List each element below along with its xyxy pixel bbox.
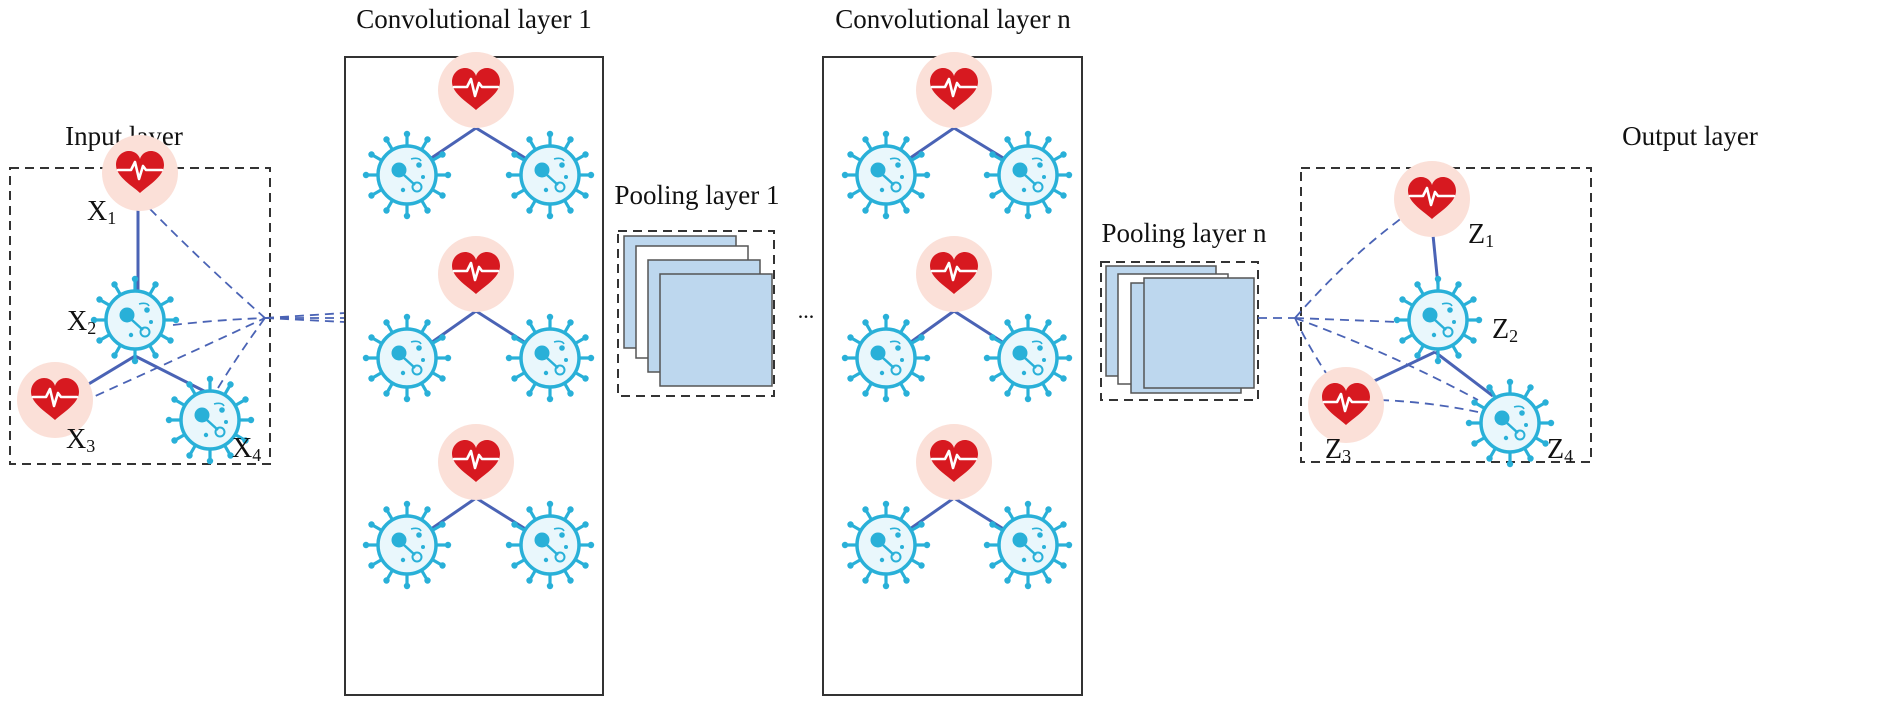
node-label-x4: X4 — [232, 433, 261, 465]
virus-cell-icon — [361, 499, 453, 591]
heart-pulse-icon — [914, 422, 994, 502]
pooling-layer-n: Pooling layer n — [1100, 218, 1267, 401]
heart-pulse-icon — [914, 50, 994, 130]
feature-map-icon — [623, 235, 773, 387]
input-layer-box — [9, 167, 271, 465]
node-label-x3: X3 — [66, 424, 95, 456]
conv-layer-1: Convolutional layer 1 — [344, 4, 604, 696]
conv-unit — [361, 422, 596, 591]
node-label-z4: Z4 — [1547, 434, 1573, 466]
heart-pulse-icon — [1392, 159, 1472, 239]
virus-cell-icon — [982, 312, 1074, 404]
conv-unit — [840, 50, 1074, 221]
conv-unit — [840, 234, 1074, 404]
virus-cell-icon — [1464, 377, 1556, 469]
node-label-z3: Z3 — [1325, 434, 1351, 466]
pooling-layer-1: Pooling layer 1 — [615, 180, 780, 397]
conv-layer-1-title: Convolutional layer 1 — [356, 4, 591, 34]
virus-cell-icon — [89, 274, 181, 366]
input-layer-edges — [81, 208, 346, 403]
output-layer-title: Output layer — [1622, 121, 1758, 151]
virus-cell-icon — [361, 129, 453, 221]
virus-cell-icon — [982, 129, 1074, 221]
output-layer-edges — [1258, 211, 1494, 413]
conv-unit — [361, 234, 596, 404]
virus-cell-icon — [840, 129, 932, 221]
heart-pulse-icon — [436, 422, 516, 502]
virus-cell-icon — [1392, 274, 1484, 366]
virus-cell-icon — [504, 499, 596, 591]
pooling-layer-n-title: Pooling layer n — [1102, 218, 1267, 248]
node-label-z1: Z1 — [1468, 219, 1494, 251]
conv-layer-n-title: Convolutional layer n — [835, 4, 1071, 34]
node-label-x2: X2 — [67, 306, 96, 338]
node-label-x1: X1 — [87, 196, 116, 228]
pooling-layer-n-box — [1100, 261, 1259, 401]
heart-pulse-icon — [1306, 365, 1386, 445]
virus-cell-icon — [840, 499, 932, 591]
virus-cell-icon — [504, 129, 596, 221]
node-label-z2: Z2 — [1492, 314, 1518, 346]
heart-pulse-icon — [914, 234, 994, 314]
virus-cell-icon — [982, 499, 1074, 591]
virus-cell-icon — [504, 312, 596, 404]
conv-unit — [840, 422, 1074, 591]
heart-pulse-icon — [436, 234, 516, 314]
pooling-layer-1-title: Pooling layer 1 — [615, 180, 780, 210]
pooling-layer-1-box — [617, 230, 775, 397]
output-layer-box — [1300, 167, 1592, 463]
conv-unit — [361, 50, 596, 221]
feature-map-icon — [1105, 265, 1255, 394]
output-layer: Output layer Z1 Z2 Z3 Z4 — [1258, 121, 1758, 469]
heart-pulse-icon — [436, 50, 516, 130]
conv-layer-n: Convolutional layer n — [822, 4, 1083, 696]
input-layer: Input layer X1 X2 X3 X4 — [9, 121, 346, 466]
ellipsis: ... — [798, 298, 815, 323]
heart-pulse-icon — [100, 133, 180, 213]
virus-cell-icon — [840, 312, 932, 404]
virus-cell-icon — [361, 312, 453, 404]
